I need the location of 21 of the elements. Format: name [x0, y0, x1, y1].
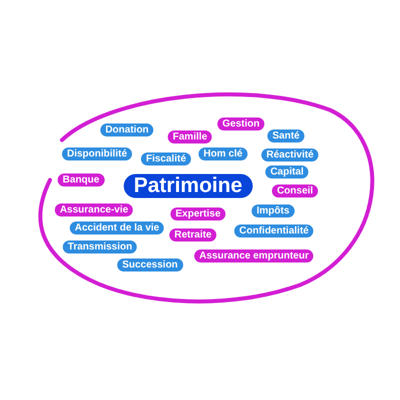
keyword-tag: Transmission — [62, 240, 138, 254]
keyword-tag: Gestion — [217, 118, 265, 130]
keyword-tag: Assurance emprunteur — [194, 250, 314, 262]
keyword-tag: Hom clé — [198, 148, 248, 160]
keyword-tag: Conseil — [272, 184, 318, 198]
keyword-tag: Fiscalité — [140, 152, 192, 166]
keyword-tag: Banque — [58, 174, 104, 186]
keyword-tag: Impôts — [252, 204, 294, 218]
keyword-tag: Famille — [168, 130, 212, 144]
keyword-tag: Donation — [100, 124, 154, 136]
keyword-tag: Confidentialité — [234, 224, 314, 238]
keyword-tag: Patrimoine — [124, 174, 252, 198]
keyword-tag: Expertise — [170, 208, 226, 220]
keyword-tag: Accident de la vie — [70, 222, 164, 234]
keyword-tag: Santé — [267, 130, 305, 142]
keyword-tag: Retraite — [169, 228, 217, 242]
keyword-tag: Succession — [117, 258, 183, 272]
keyword-tag: Assurance-vie — [54, 204, 134, 216]
keyword-tag: Disponibilité — [62, 148, 132, 160]
keyword-tag: Réactivité — [261, 148, 319, 162]
keyword-tag: Capital — [265, 166, 309, 178]
